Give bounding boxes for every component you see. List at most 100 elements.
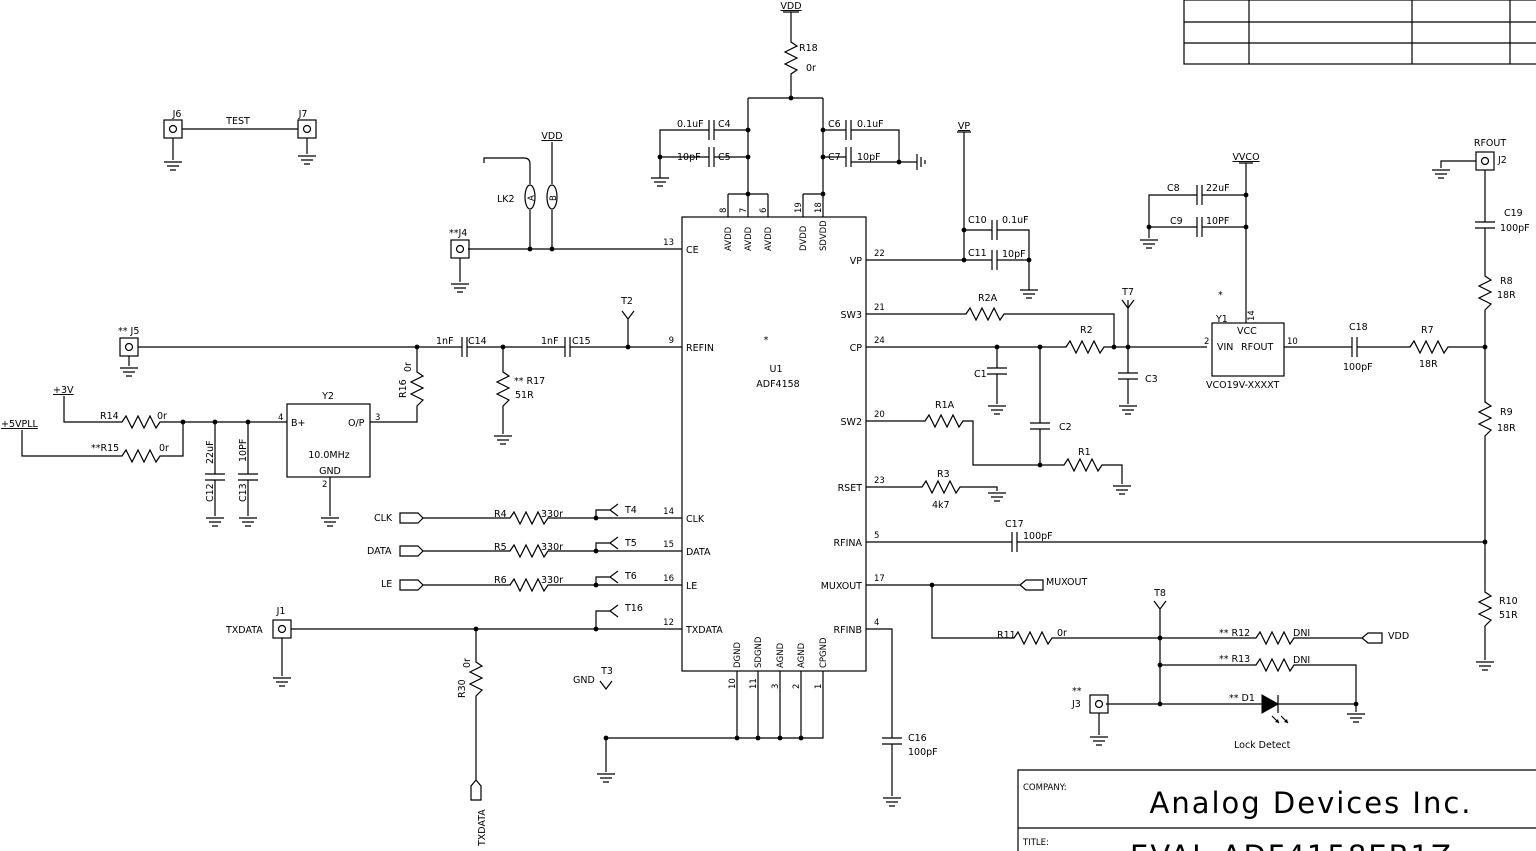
u1-pin-refin-label: REFIN [686, 343, 714, 354]
u1-pin-cp-label: CP [850, 343, 863, 354]
u1-pin-1-number: 1 [814, 684, 824, 689]
c12-ref: C12 [205, 483, 216, 502]
r5-ref: R5 [494, 542, 507, 553]
u1-star: * [764, 335, 769, 346]
r7-value: 18R [1419, 359, 1438, 370]
y2-op: O/P [348, 418, 365, 429]
c5-ref: C5 [718, 152, 731, 163]
j7-label: J7 [298, 109, 308, 120]
rf-output-network: C18 100pF R7 18R C19 100pF R8 18R R9 18R… [866, 138, 1530, 807]
c2-ref: C2 [1059, 422, 1072, 433]
r13-ref: ** R13 [1219, 654, 1250, 665]
r17-value: 51R [515, 390, 534, 401]
txdata-network: J1 TXDATA T16 R30 0r TXDATA [225, 603, 682, 847]
j4-label: **J4 [449, 228, 467, 239]
net-data: DATA [367, 546, 392, 557]
u1-pin-data-label: DATA [686, 547, 711, 558]
net-3v: +3V [53, 385, 74, 396]
u1-pin-12-number: 12 [663, 618, 674, 628]
title-block: COMPANY: Analog Devices Inc. TITLE: EVAL… [1017, 769, 1536, 851]
c17-value: 100pF [1023, 531, 1053, 542]
u1-pin-23-number: 23 [874, 476, 885, 486]
u1-pins: 13CE9REFIN14CLK15DATA16LE12TXDATA22VP21S… [663, 202, 885, 689]
u1-pin-24-number: 24 [874, 336, 885, 346]
t3-label: T3 [600, 666, 613, 677]
y1-vcc: VCC [1237, 326, 1257, 337]
j6-label: J6 [172, 109, 182, 120]
u1-pin-16-number: 16 [663, 574, 674, 584]
c18-value: 100pF [1343, 362, 1373, 373]
c4-value: 0.1uF [677, 119, 704, 130]
u1-ref: U1 [770, 364, 783, 375]
r17-ref: ** R17 [514, 376, 545, 387]
j3-label: J3 [1071, 699, 1081, 710]
u1-pin-6-number: 6 [759, 208, 769, 213]
reference-input-network: ** J5 1nF C14 1nF C15 T2 ** R17 51R R16 … [1, 296, 682, 527]
title-label: TITLE: [1022, 838, 1049, 848]
y2-pin2: 2 [322, 480, 327, 490]
u1-pin-19-label: DVDD [799, 225, 809, 251]
r1a-ref: R1A [935, 400, 955, 411]
y1-part: VCO19V-XXXXT [1206, 380, 1279, 391]
net-5vpll: +5VPLL [1, 419, 39, 430]
u1-pin-4-number: 4 [874, 618, 879, 628]
r15-ref: **R15 [91, 443, 119, 454]
c10-value: 0.1uF [1002, 215, 1029, 226]
company-label: COMPANY: [1023, 783, 1067, 793]
r30-value: 0r [462, 658, 473, 668]
r9-value: 18R [1497, 423, 1516, 434]
u1-pin-15-number: 15 [663, 540, 674, 550]
r6-value: 330r [541, 575, 563, 586]
u1-pin-18-label: SDVDD [819, 220, 829, 251]
loop-filter: R2A R2 C1 C2 C3 T7 R1A R1 R3 4k7 [866, 287, 1207, 511]
y1-pin14: 14 [1247, 310, 1257, 321]
net-vdd-lk: VDD [541, 131, 562, 142]
r16-ref: R16 [398, 379, 409, 398]
c18-ref: C18 [1349, 322, 1368, 333]
y1-star: * [1218, 290, 1223, 301]
c13-value: 10PF [238, 439, 249, 462]
u1-pin-7-number: 7 [739, 208, 749, 213]
ce-network: VDD A B LK2 **J4 [449, 131, 682, 293]
vp-supply-network: VP C10 0.1uF C11 10pF [866, 121, 1039, 299]
u1-pin-le-label: LE [686, 581, 697, 592]
u1-pin-10-number: 10 [728, 678, 738, 689]
r8-ref: R8 [1500, 276, 1513, 287]
c9-value: 10PF [1206, 216, 1229, 227]
r14-ref: R14 [100, 411, 119, 422]
c16-value: 100pF [908, 747, 938, 758]
r5-value: 330r [541, 542, 563, 553]
u1-pin-19-number: 19 [794, 202, 804, 213]
u1-pin-2-number: 2 [792, 684, 802, 689]
net-muxout: MUXOUT [1046, 577, 1087, 588]
c12-value: 22uF [205, 440, 216, 464]
net-le: LE [381, 579, 392, 590]
u1-pin-21-number: 21 [874, 303, 885, 313]
y2-pin3: 3 [375, 413, 380, 423]
y1-vco: * Y1 VCC VIN RFOUT VCO19V-XXXXT 2 10 14 … [1139, 152, 1298, 391]
net-txdata-out: TXDATA [477, 809, 488, 847]
r4-ref: R4 [494, 509, 507, 520]
r2-ref: R2 [1080, 325, 1093, 336]
title-value: EVAL-ADF4158EB1Z [1130, 839, 1453, 851]
t16-label: T16 [624, 603, 643, 614]
muxout-lock-detect: MUXOUT R11 0r T8 ** R12 DNI VDD ** R13 D… [866, 577, 1409, 751]
r12-value: DNI [1293, 628, 1310, 639]
d1-ref: ** D1 [1229, 693, 1255, 704]
c4-ref: C4 [718, 119, 731, 130]
test-net-label: TEST [225, 116, 250, 127]
u1-pin-13-number: 13 [663, 238, 674, 248]
t5-label: T5 [624, 538, 637, 549]
y2-pin4: 4 [278, 413, 283, 423]
u1-pin-11-label: SDGND [754, 636, 764, 668]
c14-ref: C14 [468, 336, 487, 347]
net-vdd-r12: VDD [1388, 631, 1409, 642]
c14-value: 1nF [436, 336, 454, 347]
c5-value: 10pF [677, 152, 701, 163]
c11-ref: C11 [968, 248, 987, 259]
c19-value: 100pF [1500, 223, 1530, 234]
c16-ref: C16 [908, 733, 927, 744]
y2-freq: 10.0MHz [308, 450, 349, 461]
u1-pin-clk-label: CLK [686, 514, 705, 525]
